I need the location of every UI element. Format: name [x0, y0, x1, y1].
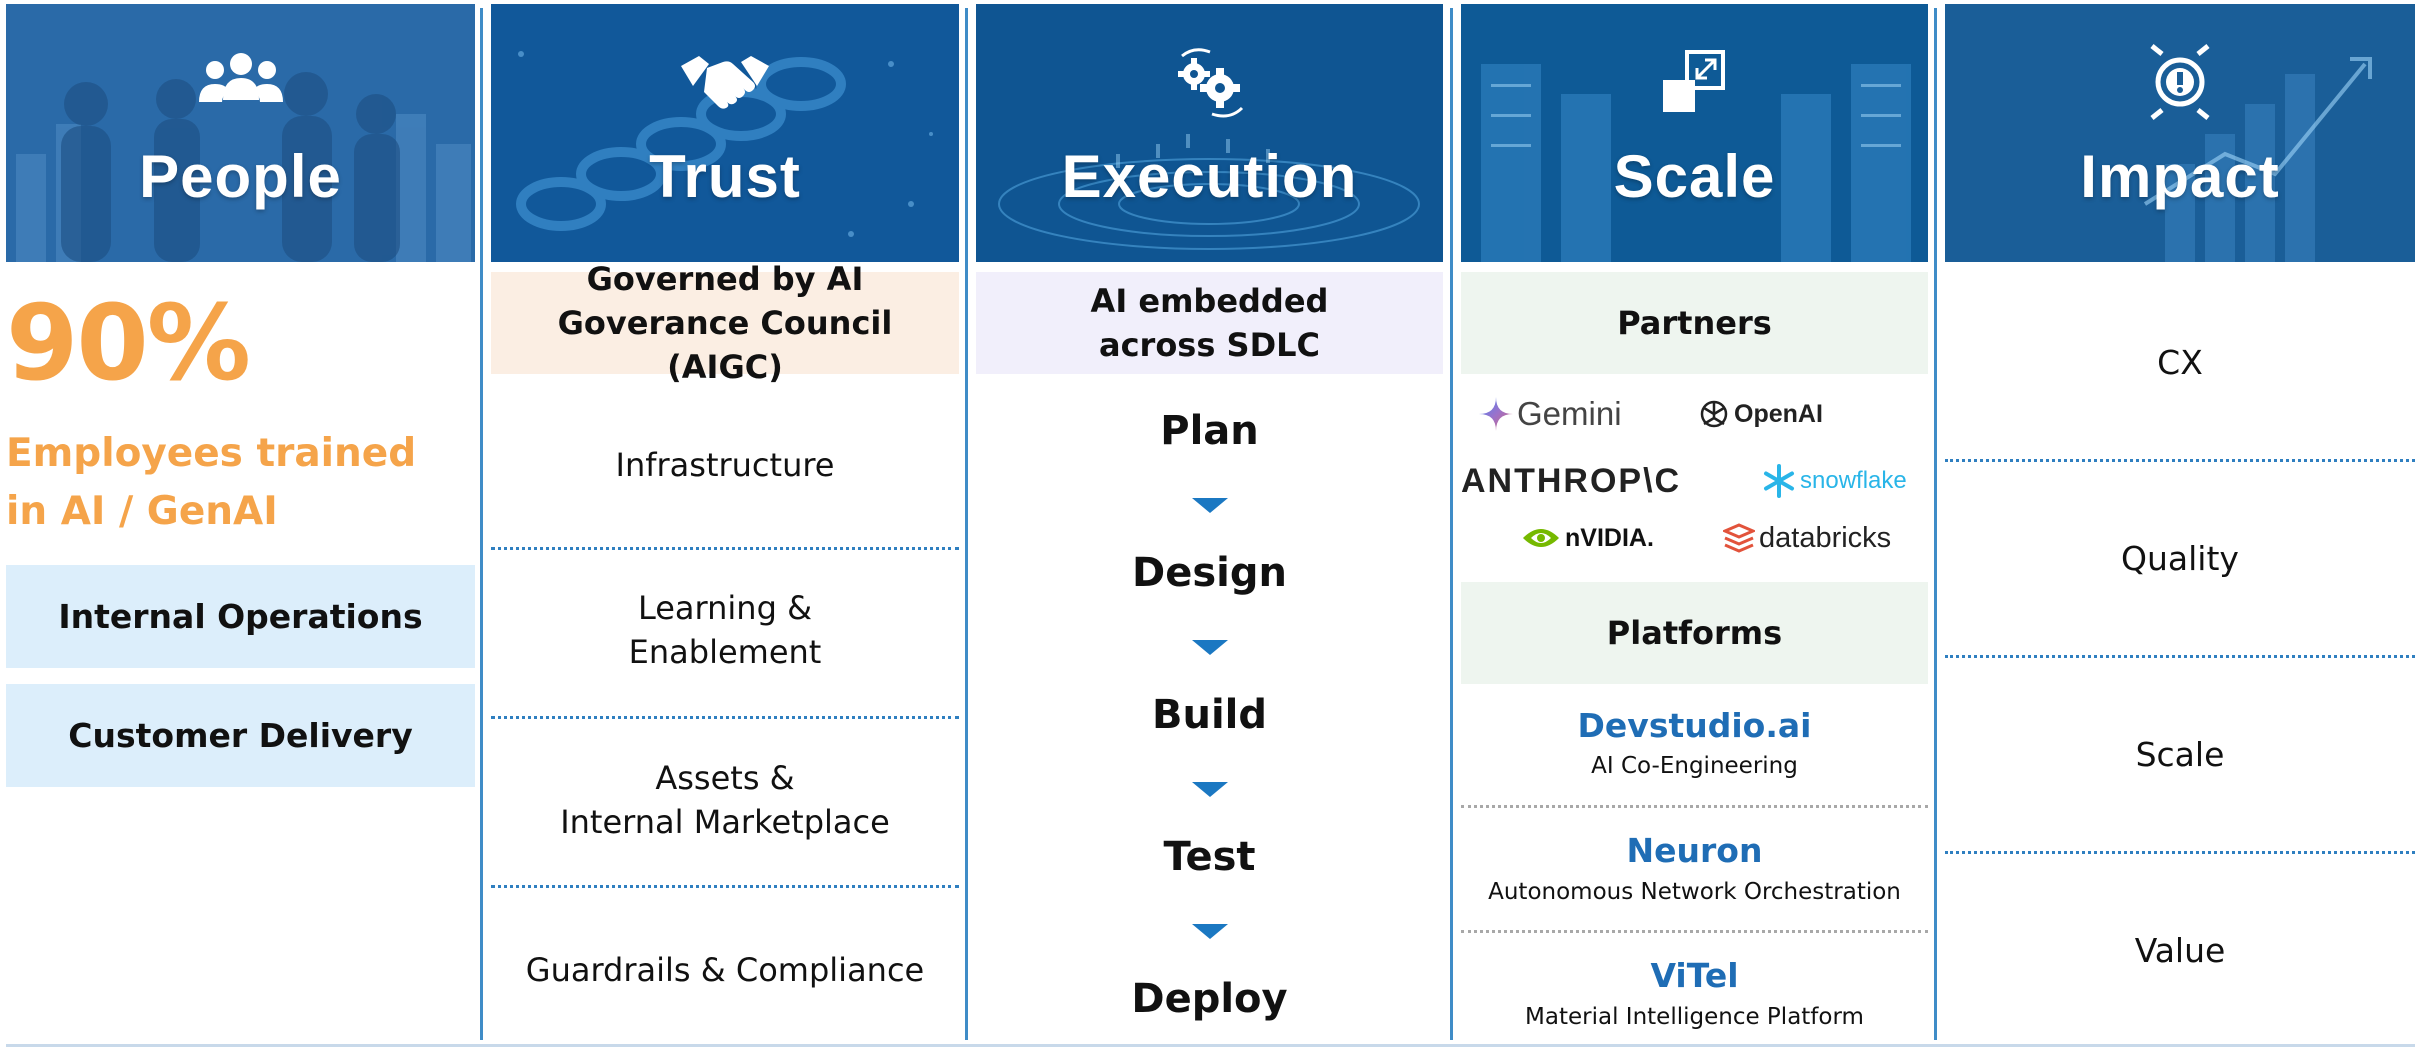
column-divider	[480, 8, 483, 1040]
stage-arrow-icon	[1191, 640, 1228, 655]
anthropic-logo: ANTHROP\C	[1461, 461, 1682, 500]
stage-arrow-icon	[1191, 498, 1228, 513]
column-divider	[965, 8, 968, 1040]
platform-neuron-desc: Autonomous Network Orchestration	[1488, 879, 1901, 905]
stage-plan: Plan	[1160, 408, 1259, 454]
people-header: People	[6, 4, 475, 262]
stage-test: Test	[1163, 834, 1256, 880]
column-divider	[1450, 8, 1453, 1040]
stage-arrow-icon	[1191, 782, 1228, 797]
people-title: People	[139, 143, 342, 210]
internal-operations-box: Internal Operations	[6, 565, 475, 668]
snowflake-icon	[1764, 464, 1794, 498]
target-alert-icon	[2150, 44, 2210, 120]
databricks-logo: databricks	[1723, 518, 1891, 558]
impact-title: Impact	[2080, 143, 2280, 210]
trust-column: Trust Governed by AI Goverance Council (…	[491, 0, 959, 1055]
platform-divider	[1461, 930, 1928, 933]
execution-header: Execution	[976, 4, 1443, 262]
impact-header: Impact	[1945, 4, 2415, 262]
platform-neuron-name: Neuron	[1626, 831, 1763, 870]
impact-item-scale: Scale	[2135, 735, 2225, 774]
openai-knot-icon	[1700, 400, 1728, 428]
impact-item-value: Value	[2134, 931, 2226, 970]
stage-build: Build	[1151, 692, 1268, 738]
trust-item-learning: Learning & Enablement	[628, 589, 822, 671]
platforms-label: Platforms	[1461, 582, 1928, 684]
scale-header: Scale	[1461, 4, 1928, 262]
trust-header-background	[491, 4, 959, 262]
impact-header-background	[1945, 4, 2415, 262]
scale-title: Scale	[1613, 143, 1776, 210]
impact-item-quality: Quality	[2121, 539, 2239, 578]
impact-divider	[1945, 459, 2415, 462]
execution-column: Execution AI embedded across SDLC Plan D…	[976, 0, 1443, 1055]
impact-item-cx: CX	[2157, 343, 2203, 382]
nvidia-logo: nVIDIA.	[1521, 518, 1654, 558]
nvidia-eye-icon	[1523, 529, 1559, 547]
bottom-rule	[6, 1044, 2415, 1047]
governance-banner: Governed by AI Goverance Council (AIGC)	[491, 260, 959, 386]
scale-column: Scale Partners Gemini OpenAI ANTHROP\C s…	[1461, 0, 1928, 1055]
databricks-layers-icon	[1723, 523, 1755, 553]
handshake-icon	[681, 56, 769, 109]
trust-divider	[491, 885, 959, 888]
stage-deploy: Deploy	[1131, 976, 1288, 1022]
execution-title: Execution	[1061, 143, 1358, 210]
people-header-background	[6, 4, 475, 262]
trust-item-assets: Assets & Internal Marketplace	[560, 759, 890, 841]
openai-logo: OpenAI	[1698, 394, 1823, 434]
trust-title: Trust	[649, 143, 801, 210]
trained-percentage: 90%	[6, 282, 251, 404]
platform-devstudio-name: Devstudio.ai	[1577, 706, 1812, 745]
gemini-spark-icon	[1479, 397, 1513, 431]
column-divider	[1934, 8, 1937, 1040]
gears-cycle-icon	[1177, 48, 1243, 118]
execution-header-background	[976, 4, 1443, 262]
snowflake-logo: snowflake	[1761, 460, 1907, 502]
platform-devstudio-desc: AI Co-Engineering	[1591, 753, 1798, 779]
people-column: People 90% Employees trained in AI / Gen…	[6, 0, 475, 1055]
impact-divider	[1945, 851, 2415, 854]
impact-divider	[1945, 655, 2415, 658]
stage-design: Design	[1132, 550, 1287, 596]
trust-item-guardrails: Guardrails & Compliance	[525, 951, 925, 989]
platform-vitel-desc: Material Intelligence Platform	[1525, 1004, 1864, 1030]
impact-column: Impact CX Quality Scale Value	[1945, 0, 2415, 1055]
trained-caption: Employees trained in AI / GenAI	[6, 431, 417, 534]
platform-vitel-name: ViTel	[1650, 956, 1739, 995]
sdlc-banner: AI embedded across SDLC	[976, 272, 1443, 374]
gemini-logo: Gemini	[1479, 392, 1622, 436]
people-group-icon	[198, 53, 283, 102]
expand-arrows-icon	[1662, 50, 1725, 112]
trust-header: Trust	[491, 4, 959, 262]
customer-delivery-box: Customer Delivery	[6, 684, 475, 787]
trust-item-infrastructure: Infrastructure	[615, 446, 835, 484]
trust-divider	[491, 547, 959, 550]
trust-divider	[491, 716, 959, 719]
partners-label: Partners	[1461, 272, 1928, 374]
scale-header-background	[1461, 4, 1928, 262]
stage-arrow-icon	[1191, 924, 1228, 939]
platform-divider	[1461, 805, 1928, 808]
